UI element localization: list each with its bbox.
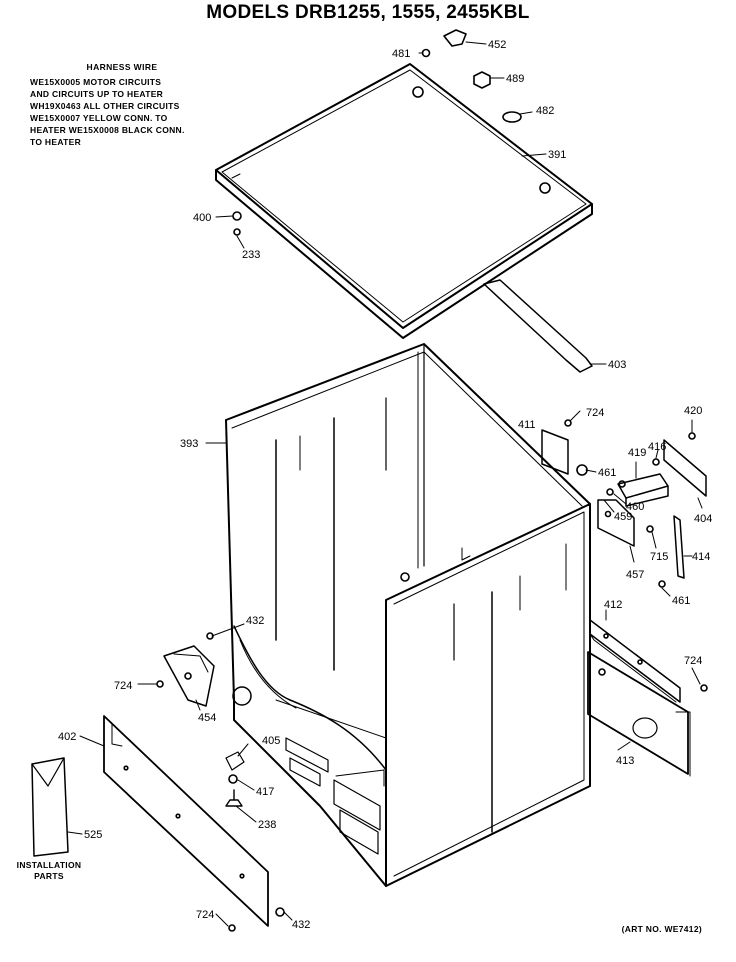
- top-hinge-strip-403: [483, 279, 593, 373]
- harness-wire-line: WE15X0005 MOTOR CIRCUITS: [30, 77, 162, 87]
- callout-420: 420: [684, 405, 702, 417]
- callout-461: 461: [598, 467, 616, 479]
- screw-724c: [700, 684, 708, 692]
- bracket-411: [541, 429, 569, 475]
- cover-404: [663, 439, 707, 497]
- art-number: (ART NO. WE7412): [621, 924, 702, 934]
- callout-412: 412: [604, 599, 622, 611]
- bracket-457: [597, 499, 635, 547]
- terminal-block-419: [617, 473, 669, 499]
- strap-414: [673, 515, 685, 579]
- callout-404: 404: [694, 513, 712, 525]
- diagram-title: MODELS DRB1255, 1555, 2455KBL: [206, 2, 530, 23]
- callout-432: 432: [246, 615, 264, 627]
- callout-724: 724: [586, 407, 604, 419]
- callout-457: 457: [626, 569, 644, 581]
- callout-393: 393: [180, 438, 198, 450]
- part-489: [473, 71, 491, 89]
- part-452: [443, 29, 467, 47]
- cabinet-hole: [232, 686, 252, 706]
- base-panel-413: [587, 651, 689, 775]
- screw-481: [421, 48, 431, 58]
- screw-724: [564, 419, 572, 427]
- top-panel-hole: [539, 182, 551, 194]
- screw-400: [232, 211, 242, 221]
- part-233: [233, 228, 241, 236]
- installation-parts-line: PARTS: [34, 871, 64, 881]
- toe-kick-panel-402: [103, 715, 269, 927]
- callout-411: 411: [518, 419, 536, 431]
- callout-482: 482: [536, 105, 554, 117]
- callout-416: 416: [648, 441, 666, 453]
- screw-416: [652, 458, 660, 466]
- callout-402: 402: [58, 731, 76, 743]
- part-405: [225, 751, 245, 771]
- callout-461b: 461: [672, 595, 690, 607]
- callout-724d: 724: [196, 909, 214, 921]
- screw-724b: [156, 680, 164, 688]
- screw-460b: [618, 480, 626, 488]
- installation-parts-bag-525: [31, 757, 69, 857]
- callout-489: 489: [506, 73, 524, 85]
- callout-459: 459: [614, 511, 632, 523]
- callout-405: 405: [262, 735, 280, 747]
- callout-414: 414: [692, 551, 710, 563]
- callout-419: 419: [628, 447, 646, 459]
- harness-wire-line: AND CIRCUITS UP TO HEATER: [30, 89, 164, 99]
- screw-460: [606, 488, 614, 496]
- callout-417: 417: [256, 786, 274, 798]
- cabinet-393: [225, 343, 591, 887]
- callout-400: 400: [193, 212, 211, 224]
- callout-233: 233: [242, 249, 260, 261]
- callout-460: 460: [626, 501, 644, 513]
- screw-461b: [658, 580, 666, 588]
- callout-454: 454: [198, 712, 216, 724]
- screw-420: [688, 432, 696, 440]
- screw-724d: [228, 924, 236, 932]
- cabinet-hole: [400, 572, 410, 582]
- callout-715: 715: [650, 551, 668, 563]
- harness-wire-line: TO HEATER: [30, 137, 82, 147]
- harness-wire-line: HEATER WE15X0008 BLACK CONN.: [30, 125, 185, 135]
- installation-parts-line: INSTALLATION: [16, 860, 82, 870]
- callout-452: 452: [488, 39, 506, 51]
- installation-parts-label: INSTALLATION PARTS: [6, 860, 92, 882]
- callout-413: 413: [616, 755, 634, 767]
- callout-391: 391: [548, 149, 566, 161]
- callout-525: 525: [84, 829, 102, 841]
- bracket-454: [163, 645, 215, 707]
- top-panel-391: [215, 63, 593, 339]
- callout-403: 403: [608, 359, 626, 371]
- callout-432b: 432: [292, 919, 310, 931]
- harness-wire-heading: HARNESS WIRE: [86, 62, 158, 72]
- harness-wire-line: WE15X0007 YELLOW CONN. TO: [30, 113, 168, 123]
- harness-wire-line: WH19X0463 ALL OTHER CIRCUITS: [30, 101, 180, 111]
- leveling-leg-238: [225, 789, 243, 807]
- callout-724c: 724: [684, 655, 702, 667]
- part-715: [646, 525, 654, 533]
- part-482: [502, 111, 522, 123]
- part-417: [228, 774, 238, 784]
- callout-481: 481: [392, 48, 410, 60]
- top-panel-hole: [412, 86, 424, 98]
- screw-432b: [275, 907, 285, 917]
- callout-238: 238: [258, 819, 276, 831]
- callout-724b: 724: [114, 680, 132, 692]
- rail-412: [589, 619, 681, 703]
